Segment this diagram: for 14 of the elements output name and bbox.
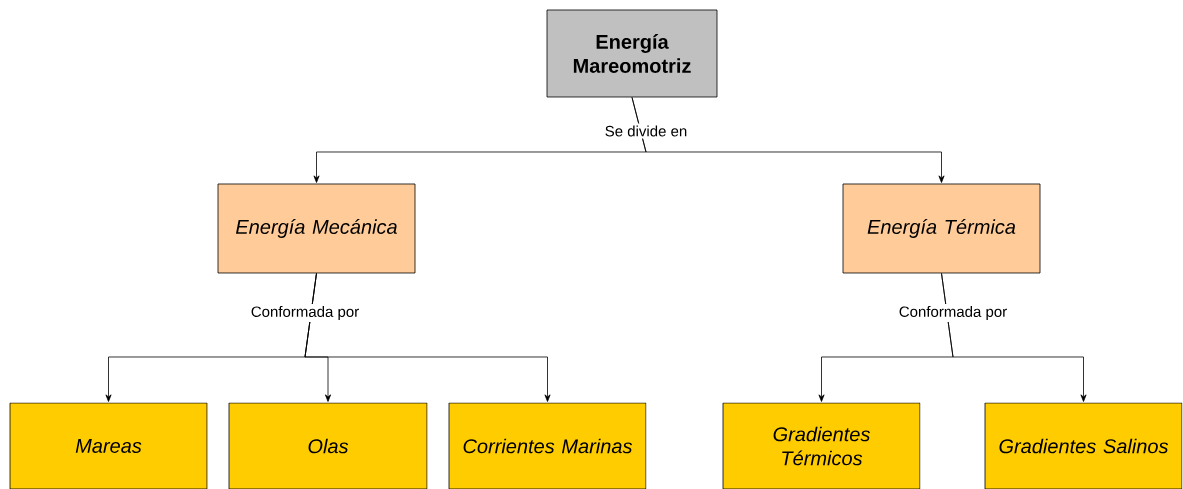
type-box: Olas bbox=[228, 402, 428, 489]
arrow bbox=[941, 273, 1087, 402]
type-box: Gradientes Térmicos bbox=[722, 402, 921, 489]
arrow bbox=[304, 273, 551, 402]
edge-label: Conformada por bbox=[896, 304, 1010, 322]
category-box: Energía Térmica bbox=[842, 183, 1041, 274]
edge-label: Conformada por bbox=[248, 304, 362, 322]
type-box: Corrientes Marinas bbox=[448, 402, 647, 489]
type-box: Mareas bbox=[9, 402, 208, 489]
type-box: Gradientes Salinos bbox=[984, 402, 1183, 489]
edge-label: Se divide en bbox=[602, 123, 690, 139]
main-box: Energía Mareomotriz bbox=[546, 9, 718, 98]
arrow bbox=[631, 97, 945, 183]
category-box: Energía Mecánica bbox=[217, 183, 416, 274]
